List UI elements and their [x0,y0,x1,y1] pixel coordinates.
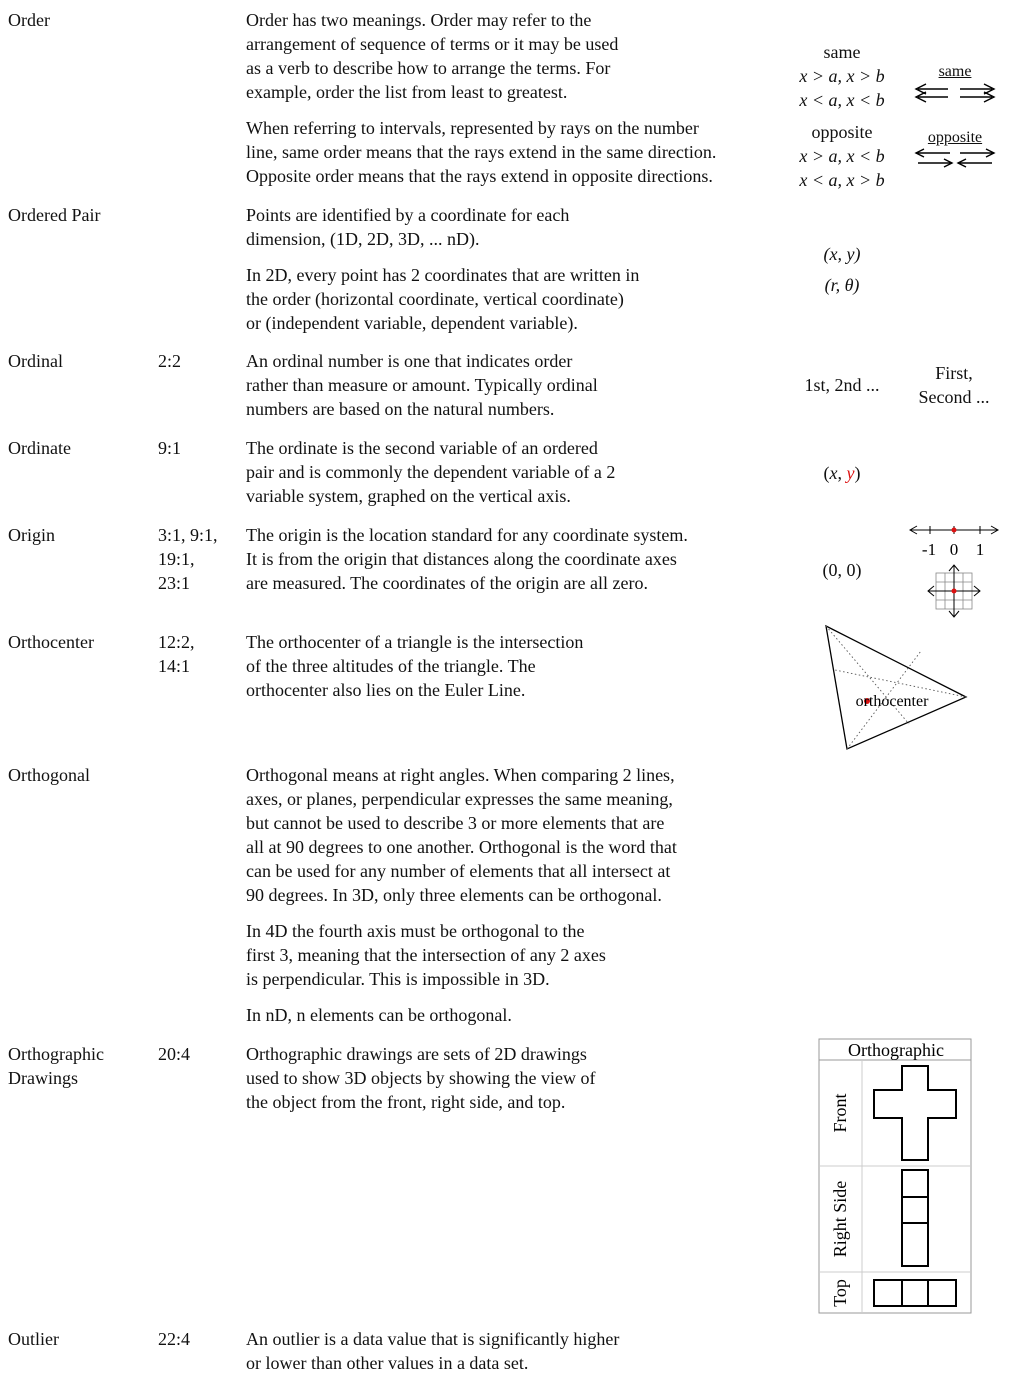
orthographic-reference: 20:4 [158,1044,191,1064]
term-ordinate: Ordinate [8,438,71,458]
ordinate-example: (x, y) [823,463,861,483]
view-label-front: Front [830,1093,850,1132]
origin-example: (0, 0) [822,560,862,580]
ordinal-definition: An ordinal number is one that indicates … [246,351,598,419]
term-ordered-pair: Ordered Pair [8,205,101,225]
outlier-definition: An outlier is a data value that is signi… [246,1329,620,1373]
orthocenter-definition: The orthocenter of a triangle is the int… [246,632,584,700]
origin-reference: 3:1, 9:1,19:1,23:1 [158,525,218,593]
term-orthocenter: Orthocenter [8,632,94,652]
ordinal-reference: 2:2 [158,351,182,371]
orthogonal-definition-2: In 4D the fourth axis must be orthogonal… [246,921,606,989]
term-outlier: Outlier [8,1329,59,1349]
term-origin: Origin [8,525,55,545]
ordered-pair-definition-2: In 2D, every point has 2 coordinates tha… [246,265,640,333]
ordinal-example-numeric: 1st, 2nd ... [804,375,880,395]
orthocenter-triangle: orthocenter [825,624,968,750]
ordinate-reference: 9:1 [158,438,182,458]
tick-label-0: 0 [950,540,959,559]
right-side-view-shape [901,1169,929,1267]
tick-label-1: 1 [976,540,985,559]
orthographic-views-table: Orthographic Front Right Side Top [818,1038,972,1314]
origin-definition: The origin is the location standard for … [246,525,688,593]
term-order: Order [8,10,50,30]
orthographic-table-title: Orthographic [848,1040,944,1060]
order-definition-1: Order has two meanings. Order may refer … [246,10,619,102]
ordered-pair-example-cartesian: (x, y) [823,244,861,264]
orthocenter-label: orthocenter [856,693,930,710]
orthogonal-definition-3: In nD, n elements can be orthogonal. [246,1005,512,1025]
view-label-top: Top [830,1279,850,1307]
ordinal-example-words: First,Second ... [918,363,990,407]
term-orthogonal: Orthogonal [8,765,90,785]
same-order-example: same x > a, x > b x < a, x < b [799,42,885,110]
term-ordinal: Ordinal [8,351,63,371]
top-view-shape [873,1279,957,1307]
orthographic-definition: Orthographic drawings are sets of 2D dra… [246,1044,596,1112]
orthogonal-definition-1: Orthogonal means at right angles. When c… [246,765,677,905]
same-arrows-label: same [938,63,972,80]
ordered-pair-definition-1: Points are identified by a coordinate fo… [246,205,570,249]
tick-label-neg1: -1 [922,540,936,559]
same-direction-arrows [914,83,996,103]
opposite-direction-arrows [914,148,996,168]
opposite-arrows-label: opposite [927,129,983,146]
order-definition-2: When referring to intervals, represented… [246,118,717,186]
orthocenter-reference: 12:2,14:1 [158,632,195,676]
outlier-reference: 22:4 [158,1329,191,1349]
view-label-right-side: Right Side [830,1181,850,1258]
ordered-pair-example-polar: (r, θ) [824,275,860,295]
front-view-shape [873,1065,957,1161]
ordinate-definition: The ordinate is the second variable of a… [246,438,616,506]
opposite-order-example: opposite x > a, x < b x < a, x > b [799,122,885,190]
origin-number-line-and-grid: -1 0 1 [908,525,1000,618]
